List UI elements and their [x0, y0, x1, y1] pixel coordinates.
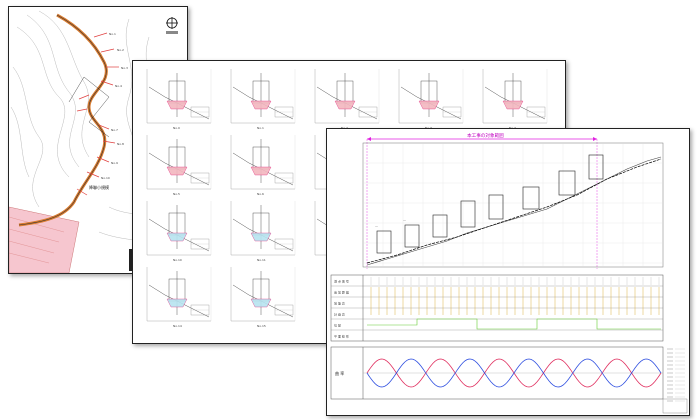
- cross-section-label: No.5: [173, 192, 180, 196]
- band-label: 地 盤 高: [334, 301, 345, 306]
- north-arrow-icon: [166, 17, 178, 34]
- band-label: 勾 配: [334, 323, 341, 328]
- svg-text:—: —: [375, 224, 378, 228]
- road-route: [18, 13, 108, 227]
- band-table: 測 点 番 号追 加 距 離地 盤 高計 画 高勾 配平 面 線 形: [330, 274, 664, 342]
- hatched-area: [9, 206, 80, 273]
- band-label: 測 点 番 号: [334, 279, 349, 284]
- svg-text:No.1: No.1: [109, 32, 116, 36]
- cross-section-label: No.1: [257, 126, 264, 130]
- cross-section-panel: No.10: [146, 201, 212, 262]
- svg-text:No.10: No.10: [101, 176, 110, 180]
- cross-section-panel: No.4: [482, 69, 548, 130]
- ground-line: [366, 156, 662, 266]
- band-label-curvature: 曲 率: [335, 370, 344, 376]
- longitudinal-profile: 本工事の対象範囲 —— 測 点 番 号追 加 距 離地 盤 高計 画 高勾 配平: [330, 132, 688, 414]
- svg-text:No.3: No.3: [121, 66, 128, 70]
- curvature-diagram: 曲 率: [330, 346, 664, 400]
- cross-section-label: No.10: [173, 258, 182, 262]
- cross-section-label: No.14: [173, 324, 182, 328]
- longitudinal-profile-sheet[interactable]: 本工事の対象範囲 —— 測 点 番 号追 加 距 離地 盤 高計 画 高勾 配平: [326, 128, 690, 416]
- band-label: 追 加 距 離: [334, 290, 349, 295]
- cross-section-panel: No.11: [230, 201, 296, 262]
- scope-banner-label: 本工事の対象範囲: [467, 132, 504, 139]
- cross-section-panel: No.2: [314, 69, 380, 130]
- svg-text:No.7: No.7: [111, 128, 118, 132]
- cross-section-panel: No.1: [230, 69, 296, 130]
- road-label: 降聯小規模: [89, 184, 109, 190]
- band-label: 平 面 線 形: [334, 334, 349, 339]
- cross-section-panel: No.14: [146, 267, 212, 328]
- cross-section-panel: No.0: [146, 69, 212, 130]
- cross-section-label: No.0: [173, 126, 180, 130]
- scope-banner: 本工事の対象範囲: [366, 132, 598, 269]
- svg-text:No.4: No.4: [115, 84, 122, 88]
- cross-section-panel: No.3: [398, 69, 464, 130]
- cross-section-label: No.15: [257, 324, 266, 328]
- svg-text:No.9: No.9: [111, 161, 118, 165]
- band-label: 計 画 高: [334, 312, 345, 317]
- plan-line: [366, 158, 662, 264]
- structure-notes: ——: [375, 218, 406, 228]
- cross-section-label: No.6: [257, 192, 264, 196]
- svg-text:No.2: No.2: [117, 48, 124, 52]
- svg-text:No.8: No.8: [117, 142, 124, 146]
- cross-section-panel: No.15: [230, 267, 296, 328]
- cross-section-label: No.11: [257, 258, 266, 262]
- svg-text:—: —: [403, 218, 406, 222]
- cross-section-panel: No.5: [146, 135, 212, 196]
- structure-boxes: [376, 154, 604, 254]
- legend-notes: [667, 348, 685, 402]
- cross-section-panel: No.6: [230, 135, 296, 196]
